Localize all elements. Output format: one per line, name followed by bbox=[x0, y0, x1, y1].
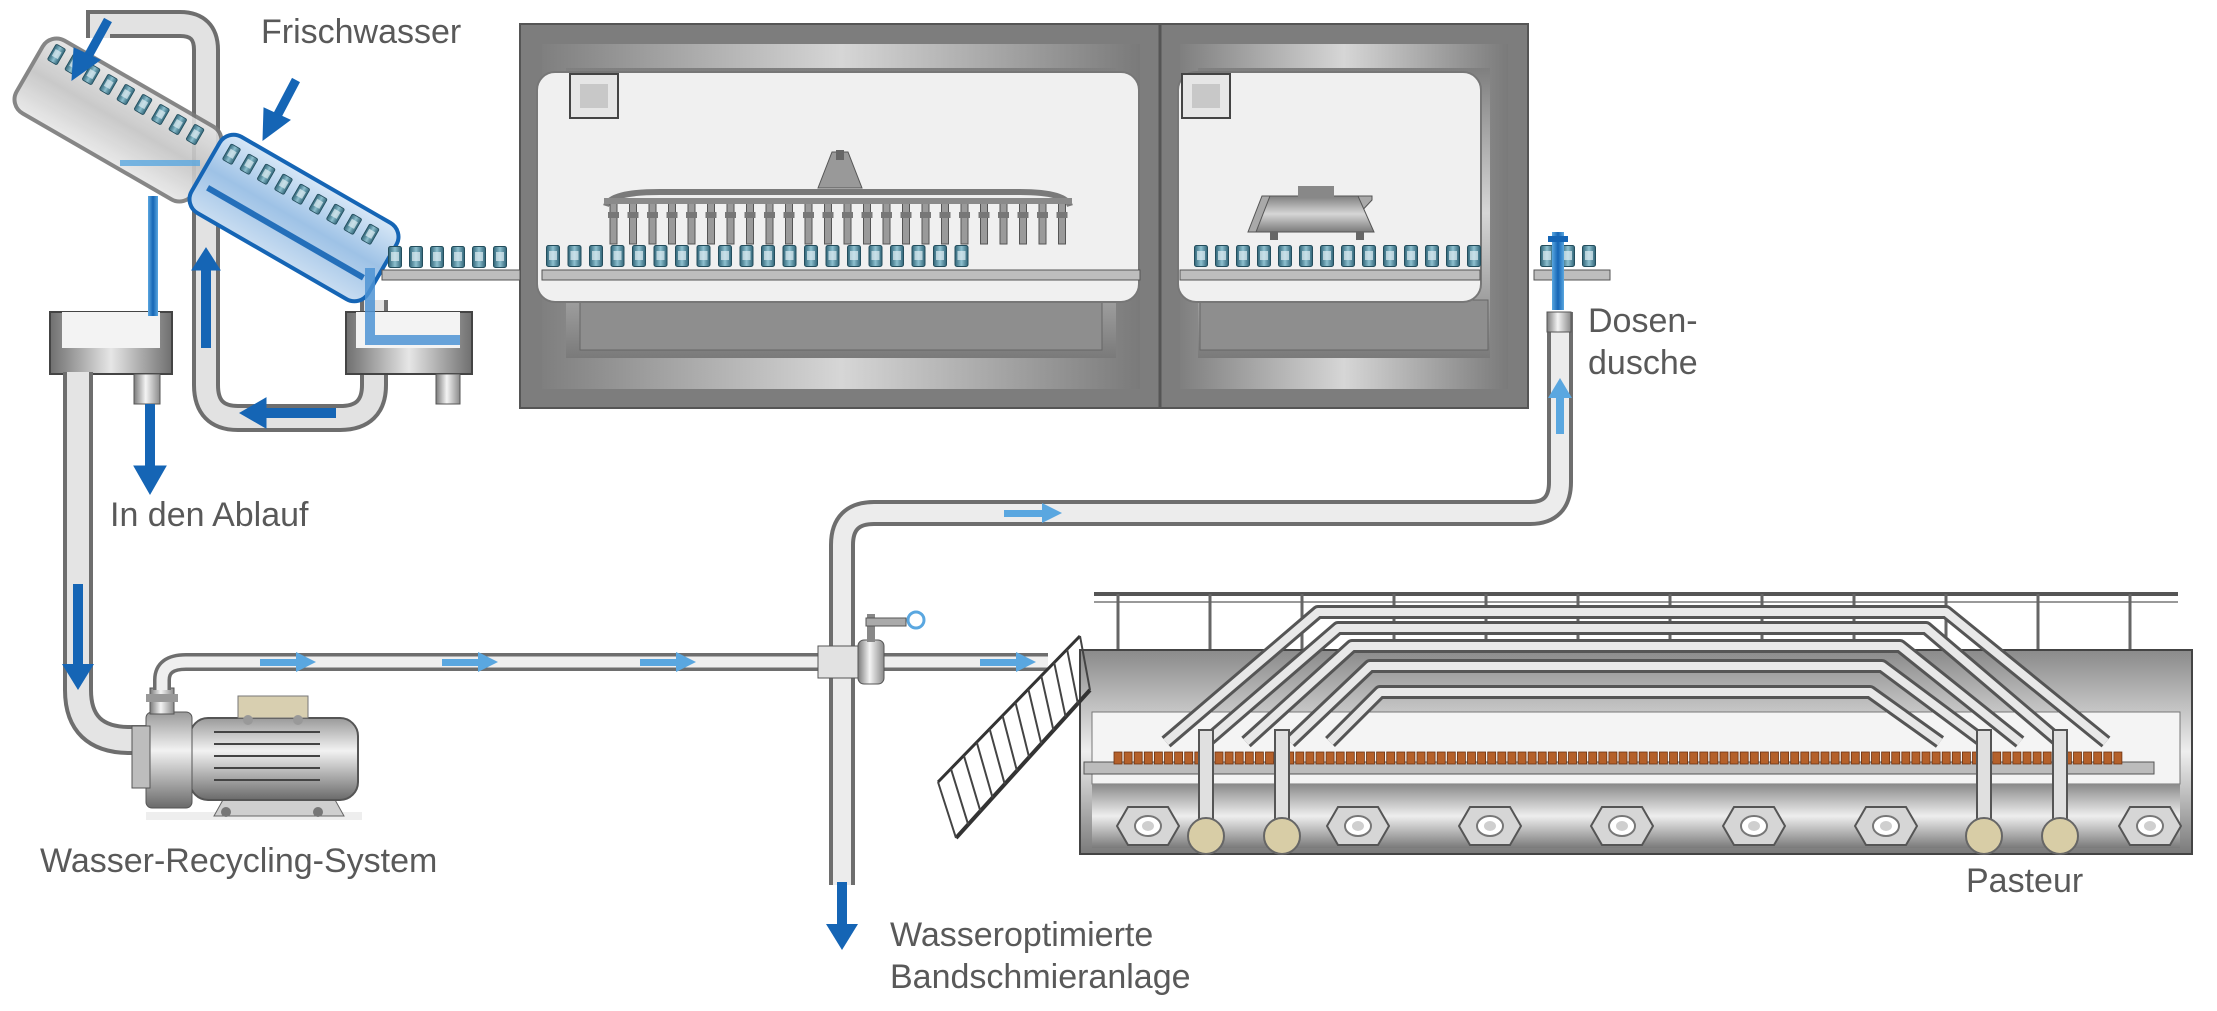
can-icon bbox=[718, 244, 732, 268]
valve-icon bbox=[817, 610, 926, 685]
porthole-icon bbox=[1590, 806, 1654, 846]
label-band-lubrication-1: Wasseroptimierte bbox=[890, 916, 1154, 954]
rinser-tray-blue bbox=[187, 132, 401, 304]
can-icon bbox=[653, 244, 668, 268]
can-icon bbox=[782, 244, 797, 268]
can-icon bbox=[954, 244, 969, 268]
can-icon bbox=[409, 246, 423, 268]
label-pasteurizer: Pasteur bbox=[1966, 862, 2084, 900]
filler-machine bbox=[519, 23, 1529, 409]
can-icon bbox=[472, 246, 486, 268]
can-icon bbox=[1467, 244, 1481, 268]
porthole-icon bbox=[1116, 806, 1180, 846]
pasteurizer bbox=[936, 592, 2193, 855]
porthole-icon bbox=[1458, 806, 1522, 846]
can-icon bbox=[632, 244, 646, 268]
flow-arrow-icon bbox=[71, 17, 336, 496]
porthole-icon bbox=[1854, 806, 1918, 846]
can-icon bbox=[1215, 244, 1229, 268]
can-icon bbox=[1540, 244, 1554, 268]
porthole-icon bbox=[2118, 806, 2182, 846]
infeed-conveyor bbox=[381, 269, 521, 281]
can-icon bbox=[1404, 244, 1418, 268]
stair-icon bbox=[936, 634, 1092, 840]
can-icon bbox=[739, 244, 754, 268]
rinser-section bbox=[12, 10, 473, 496]
can-icon bbox=[1582, 244, 1596, 268]
porthole-icon bbox=[1326, 806, 1390, 846]
can-icon bbox=[868, 244, 883, 268]
pump-motor-icon bbox=[131, 687, 362, 820]
can-icon bbox=[804, 244, 818, 268]
can-icon bbox=[1341, 244, 1355, 268]
can-icon bbox=[825, 244, 840, 268]
can-icon bbox=[430, 246, 444, 268]
can-icon bbox=[567, 244, 582, 268]
can-icon bbox=[610, 244, 625, 268]
label-fresh-water: Frischwasser bbox=[261, 13, 462, 51]
can-icon bbox=[847, 244, 861, 268]
can-icon bbox=[388, 246, 402, 268]
can-icon bbox=[761, 244, 775, 268]
outfeed-conveyor bbox=[1533, 269, 1611, 281]
can-shower-stream bbox=[1552, 232, 1564, 310]
label-recycling-system: Wasser-Recycling-System bbox=[40, 842, 438, 880]
flow-arrow-icon bbox=[826, 378, 1572, 950]
can-icon bbox=[911, 244, 926, 268]
can-icon bbox=[1362, 244, 1376, 268]
drain-tank-left bbox=[49, 311, 173, 405]
flow-arrow-icon bbox=[62, 584, 94, 690]
can-icon bbox=[675, 244, 689, 268]
label-to-drain: In den Ablauf bbox=[110, 496, 309, 534]
porthole-icon bbox=[1722, 806, 1786, 846]
label-band-lubrication-2: Bandschmieranlage bbox=[890, 958, 1191, 996]
can-icon bbox=[589, 244, 603, 268]
label-can-shower-1: Dosen- bbox=[1588, 302, 1698, 340]
can-icon bbox=[933, 244, 947, 268]
can-icon bbox=[493, 246, 507, 268]
can-icon bbox=[1446, 244, 1460, 268]
can-icon bbox=[1278, 244, 1292, 268]
can-icon bbox=[1194, 244, 1208, 268]
can-icon bbox=[1257, 244, 1271, 268]
can-icon bbox=[546, 244, 560, 268]
can-icon bbox=[1236, 244, 1250, 268]
can-icon bbox=[451, 246, 465, 268]
flow-stream bbox=[148, 196, 158, 316]
label-can-shower-2: dusche bbox=[1588, 344, 1698, 382]
can-icon bbox=[1320, 244, 1334, 268]
can-icon bbox=[1383, 244, 1397, 268]
can-icon bbox=[890, 244, 904, 268]
can-icon bbox=[696, 244, 711, 268]
can-icon bbox=[1425, 244, 1439, 268]
flow-arrow-icon bbox=[260, 652, 1036, 672]
can-icon bbox=[1299, 244, 1313, 268]
